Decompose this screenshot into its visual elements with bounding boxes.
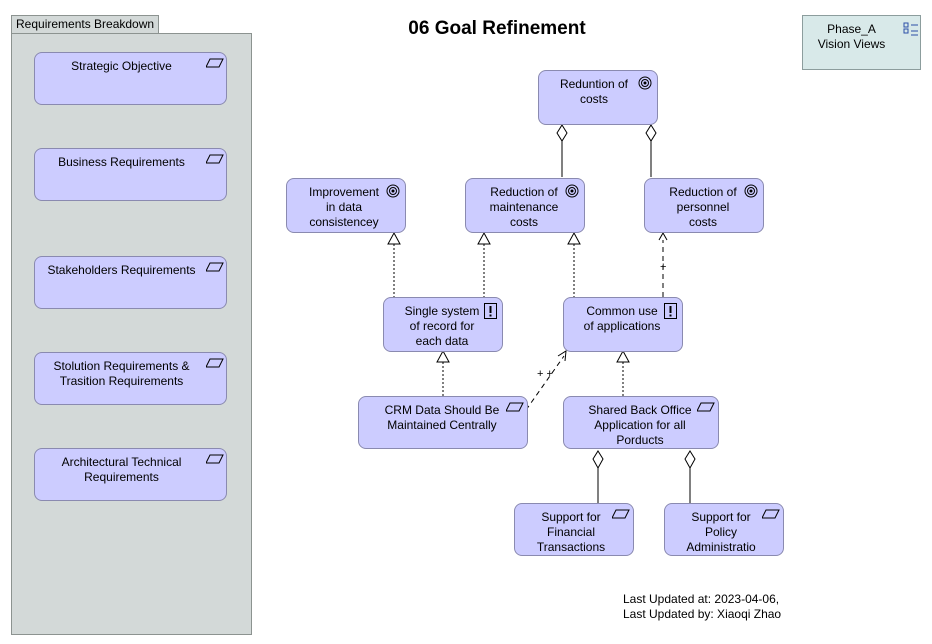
- goal-label: Reduction of personnel costs: [669, 185, 737, 229]
- requirement-icon: [206, 358, 224, 368]
- influence-arrowhead: [557, 350, 567, 362]
- requirement-icon: [697, 402, 715, 412]
- goal-label: Improvement in data consistencey: [308, 185, 380, 229]
- goal-target-icon: [386, 184, 400, 198]
- requirement-label: Stakeholders Requirements: [47, 263, 196, 277]
- requirement-label: Strategic Objective: [71, 59, 172, 73]
- realization-arrowhead: [616, 349, 630, 363]
- aggregation-diamond: [684, 450, 696, 470]
- realization-arrowhead: [436, 349, 450, 363]
- influence-label: +: [660, 261, 667, 273]
- requirement-strategic-objective[interactable]: Strategic Objective: [34, 52, 227, 105]
- view-list-icon: [903, 22, 918, 36]
- requirement-label: Business Requirements: [58, 155, 185, 169]
- requirement-label: Stolution Requirements & Trasition Requi…: [53, 359, 190, 388]
- requirement-solution-transition[interactable]: Stolution Requirements & Trasition Requi…: [34, 352, 227, 405]
- aggregation-diamond: [645, 124, 657, 142]
- realization-arrowhead: [477, 231, 491, 245]
- last-updated-note: Last Updated at: 2023-04-06, Last Update…: [623, 592, 781, 622]
- requirement-icon: [206, 262, 224, 272]
- principle-label: Common use of applications: [583, 304, 661, 333]
- requirement-icon: [612, 509, 630, 519]
- principle-label: Single system of record for each data: [404, 304, 480, 348]
- goal-reduction-of-costs[interactable]: Reduntion of costs: [538, 70, 658, 125]
- requirement-label: Support for Financial Transactions: [536, 510, 606, 554]
- requirement-label: Shared Back Office Application for all P…: [588, 403, 692, 447]
- principle-exclamation-icon: [664, 303, 677, 319]
- requirement-shared-back-office[interactable]: Shared Back Office Application for all P…: [563, 396, 719, 449]
- goal-reduction-maintenance-costs[interactable]: Reduction of maintenance costs: [465, 178, 585, 233]
- phase-subtitle: Vision Views: [817, 37, 886, 51]
- aggregation-diamond: [556, 124, 568, 142]
- requirement-icon: [206, 58, 224, 68]
- requirement-business[interactable]: Business Requirements: [34, 148, 227, 201]
- requirements-breakdown-group[interactable]: [11, 33, 252, 635]
- goal-reduction-personnel-costs[interactable]: Reduction of personnel costs: [644, 178, 764, 233]
- influence-label: + +: [537, 368, 553, 380]
- realization-arrowhead: [567, 231, 581, 245]
- aggregation-diamond: [592, 450, 604, 470]
- phase-view-link[interactable]: Phase_A Vision Views: [802, 15, 921, 70]
- group-label: Requirements Breakdown: [11, 15, 160, 33]
- requirement-support-policy-administration[interactable]: Support for Policy Administratio: [664, 503, 784, 556]
- goal-target-icon: [744, 184, 758, 198]
- requirement-stakeholders[interactable]: Stakeholders Requirements: [34, 256, 227, 309]
- influence-arrowhead: [658, 231, 668, 241]
- diagram-title: 06 Goal Refinement: [408, 18, 586, 39]
- influence-line[interactable]: [525, 355, 565, 411]
- goal-label: Reduntion of costs: [559, 77, 629, 106]
- requirement-support-financial-transactions[interactable]: Support for Financial Transactions: [514, 503, 634, 556]
- phase-name: Phase_A: [827, 22, 876, 36]
- goal-improvement-data-consistency[interactable]: Improvement in data consistencey: [286, 178, 406, 233]
- principle-common-use-of-applications[interactable]: Common use of applications: [563, 297, 683, 352]
- last-updated-by: Last Updated by: Xiaoqi Zhao: [623, 607, 782, 621]
- requirement-icon: [206, 154, 224, 164]
- goal-label: Reduction of maintenance costs: [489, 185, 559, 229]
- requirement-icon: [206, 454, 224, 464]
- last-updated-at: Last Updated at: 2023-04-06,: [623, 592, 780, 606]
- requirement-icon: [506, 402, 524, 412]
- requirement-label: Support for Policy Administratio: [686, 510, 756, 554]
- requirement-crm-data-central[interactable]: CRM Data Should Be Maintained Centrally: [358, 396, 528, 449]
- requirement-icon: [762, 509, 780, 519]
- goal-target-icon: [565, 184, 579, 198]
- principle-single-system-of-record[interactable]: Single system of record for each data: [383, 297, 503, 352]
- realization-arrowhead: [387, 231, 401, 245]
- requirement-architectural-technical[interactable]: Architectural Technical Requirements: [34, 448, 227, 501]
- principle-exclamation-icon: [484, 303, 497, 319]
- requirement-label: Architectural Technical Requirements: [61, 455, 182, 484]
- goal-target-icon: [638, 76, 652, 90]
- requirement-label: CRM Data Should Be Maintained Centrally: [384, 403, 500, 432]
